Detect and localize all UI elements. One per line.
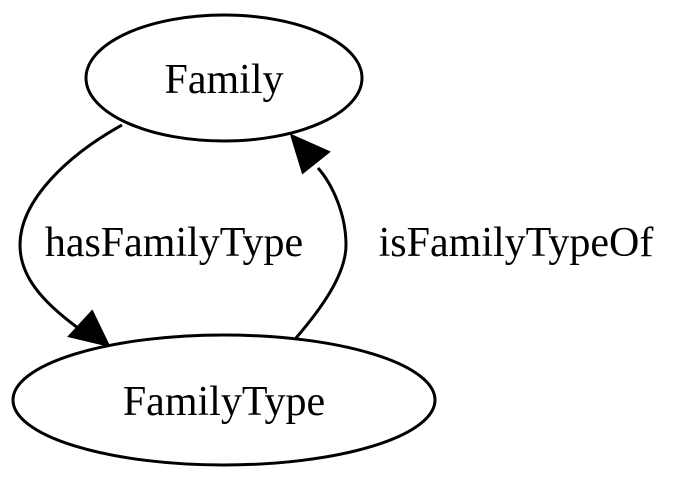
edge-is-family-type-of[interactable]: isFamilyTypeOf <box>289 133 654 339</box>
node-family-ellipse <box>84 13 364 143</box>
edge-has-family-type-arrowhead <box>67 309 111 348</box>
edge-is-family-type-of-line <box>294 167 348 339</box>
node-family-type-label: FamilyType <box>123 379 325 425</box>
node-family-label: Family <box>164 57 283 103</box>
edge-is-family-type-of-label: isFamilyTypeOf <box>379 220 654 266</box>
edge-has-family-type-line <box>18 123 123 330</box>
edge-has-family-type-label: hasFamilyType <box>45 220 303 266</box>
node-family[interactable]: Family <box>84 13 364 143</box>
edge-is-family-type-of-arrowhead <box>289 133 331 175</box>
node-family-type[interactable]: FamilyType <box>11 333 437 467</box>
node-family-type-ellipse <box>11 333 437 467</box>
edge-has-family-type[interactable]: hasFamilyType <box>18 123 303 348</box>
